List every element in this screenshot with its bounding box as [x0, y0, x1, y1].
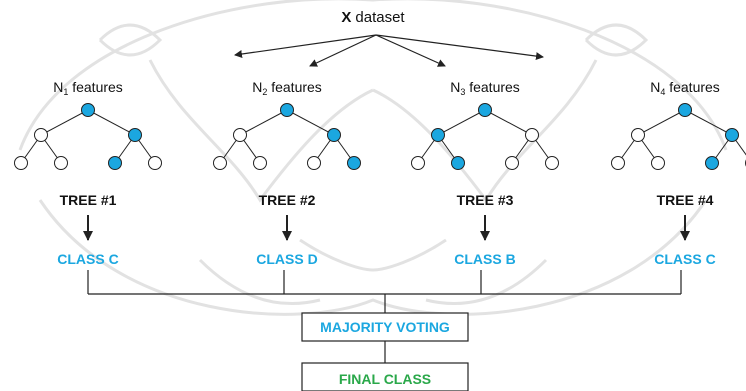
- tree-nodes-3: [411, 103, 559, 170]
- final-class-label: FINAL CLASS: [339, 371, 431, 387]
- feature-label-4: N4 features: [650, 79, 720, 97]
- tree-nodes-1: [14, 103, 162, 170]
- feature-label-3: N3 features: [450, 79, 520, 97]
- aggregation-lines: [87, 270, 682, 363]
- tree-edge: [437, 109, 486, 136]
- tree-edge: [637, 109, 686, 136]
- tree-node: [14, 156, 28, 170]
- tree-node-active: [280, 103, 294, 117]
- tree-node-active: [678, 103, 692, 117]
- tree-node: [651, 156, 665, 170]
- majority-voting-box: [301, 312, 469, 342]
- class-label-4: CLASS C: [654, 251, 715, 267]
- tree-node: [631, 128, 645, 142]
- tree-node: [525, 128, 539, 142]
- tree-node-active: [705, 156, 719, 170]
- tree-node: [54, 156, 68, 170]
- tree-node-active: [128, 128, 142, 142]
- tree-nodes-2: [213, 103, 361, 170]
- final-class-box: [301, 362, 469, 391]
- class-label-1: CLASS C: [57, 251, 118, 267]
- tree-label-2: TREE #2: [259, 192, 316, 208]
- tree-label-3: TREE #3: [457, 192, 514, 208]
- tree-node-active: [431, 128, 445, 142]
- tree-label-4: TREE #4: [657, 192, 714, 208]
- tree-node-active: [327, 128, 341, 142]
- tree-node: [213, 156, 227, 170]
- tree-node: [611, 156, 625, 170]
- tree-edge: [286, 109, 335, 136]
- dataset-arrow-1: [234, 34, 377, 58]
- tree-edge: [239, 109, 288, 136]
- dataset-arrow-2: [309, 34, 377, 67]
- dataset-arrow-3: [375, 34, 446, 67]
- tree-node: [307, 156, 321, 170]
- feature-label-2: N2 features: [252, 79, 322, 97]
- tree-node: [253, 156, 267, 170]
- feature-label-1: N1 features: [53, 79, 123, 97]
- tree-node: [411, 156, 425, 170]
- tree-node-active: [451, 156, 465, 170]
- majority-voting-label: MAJORITY VOTING: [320, 319, 450, 335]
- tree-node-active: [81, 103, 95, 117]
- tree-node: [34, 128, 48, 142]
- tree-node: [545, 156, 559, 170]
- tree-node-active: [478, 103, 492, 117]
- class-label-2: CLASS D: [256, 251, 317, 267]
- tree-node: [233, 128, 247, 142]
- tree-node-active: [108, 156, 122, 170]
- tree-node: [505, 156, 519, 170]
- tree-edge: [87, 109, 136, 136]
- dataset-arrow-4: [375, 34, 544, 61]
- tree-node: [148, 156, 162, 170]
- tree-node-active: [725, 128, 739, 142]
- tree-label-1: TREE #1: [60, 192, 117, 208]
- tree-edge: [484, 109, 533, 136]
- tree-node-active: [347, 156, 361, 170]
- tree-nodes-4: [611, 103, 746, 170]
- tree-edge: [40, 109, 89, 136]
- class-label-3: CLASS B: [454, 251, 515, 267]
- tree-edge: [684, 109, 733, 136]
- dataset-arrows: [234, 34, 544, 67]
